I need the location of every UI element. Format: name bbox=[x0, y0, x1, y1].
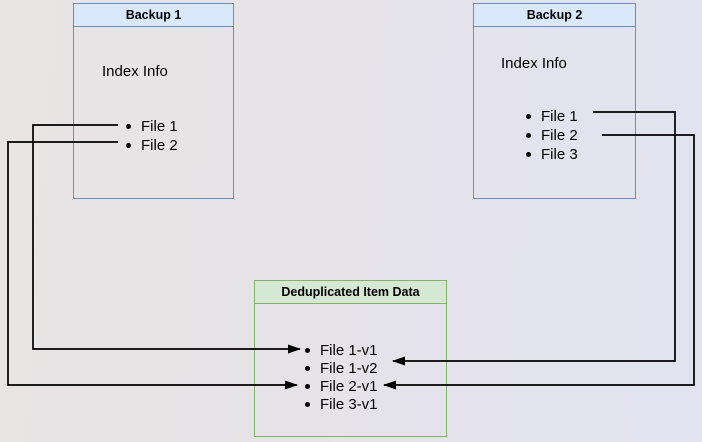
backup2-file-list: File 1 File 2 File 3 bbox=[526, 107, 578, 164]
dedup-title: Deduplicated Item Data bbox=[255, 281, 446, 304]
dedup-file1v2-label: File 1-v2 bbox=[320, 359, 378, 377]
dedup-file1v2-item: File 1-v2 bbox=[305, 359, 378, 377]
backup2-index-info-label: Index Info bbox=[501, 55, 567, 72]
backup2-file2-label: File 2 bbox=[541, 127, 578, 144]
bullet-icon bbox=[305, 365, 310, 371]
backup1-file2-item: File 2 bbox=[126, 136, 178, 155]
bullet-icon bbox=[526, 114, 531, 119]
backup2-file1-item: File 1 bbox=[526, 107, 578, 126]
dedup-file2v1-label: File 2-v1 bbox=[320, 377, 378, 395]
backup2-file3-item: File 3 bbox=[526, 145, 578, 164]
bullet-icon bbox=[126, 124, 131, 129]
bullet-icon bbox=[305, 347, 310, 353]
bullet-icon bbox=[305, 383, 310, 389]
backup1-box: Backup 1 Index Info File 1 File 2 bbox=[73, 3, 234, 199]
backup2-box: Backup 2 Index Info File 1 File 2 File 3 bbox=[473, 3, 636, 199]
backup1-file1-label: File 1 bbox=[141, 118, 178, 135]
dedup-file3v1-label: File 3-v1 bbox=[320, 395, 378, 413]
dedup-box: Deduplicated Item Data File 1-v1 File 1-… bbox=[254, 280, 447, 437]
dedup-file2v1-item: File 2-v1 bbox=[305, 377, 378, 395]
bullet-icon bbox=[305, 401, 310, 407]
backup2-file3-label: File 3 bbox=[541, 146, 578, 163]
backup1-file-list: File 1 File 2 bbox=[126, 117, 178, 155]
backup1-index-info-label: Index Info bbox=[102, 63, 168, 80]
backup1-title: Backup 1 bbox=[74, 4, 233, 27]
dedup-file3v1-item: File 3-v1 bbox=[305, 395, 378, 413]
dedup-file1v1-label: File 1-v1 bbox=[320, 341, 378, 359]
bullet-icon bbox=[126, 143, 131, 148]
backup1-file2-label: File 2 bbox=[141, 137, 178, 154]
backup2-title: Backup 2 bbox=[474, 4, 635, 27]
bullet-icon bbox=[526, 152, 531, 157]
backup2-file1-label: File 1 bbox=[541, 108, 578, 125]
backup1-file1-item: File 1 bbox=[126, 117, 178, 136]
dedup-item-list: File 1-v1 File 1-v2 File 2-v1 File 3-v1 bbox=[305, 341, 378, 413]
dedup-file1v1-item: File 1-v1 bbox=[305, 341, 378, 359]
bullet-icon bbox=[526, 133, 531, 138]
backup2-file2-item: File 2 bbox=[526, 126, 578, 145]
